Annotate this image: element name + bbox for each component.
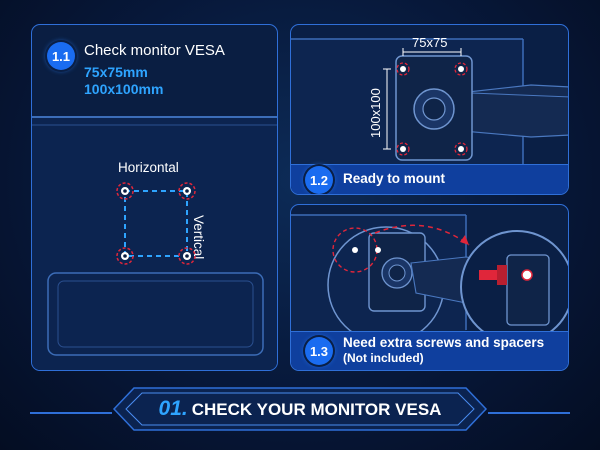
step-number: 01. [158, 397, 188, 420]
footer-title-text: CHECK YOUR MONITOR VESA [191, 400, 442, 419]
screw-hole-icon [116, 247, 134, 265]
screw-hole-icon [396, 142, 410, 156]
spacer-detail-illustration [291, 214, 568, 345]
caption-bar: 1.3 Need extra screws and spacers (Not i… [291, 331, 568, 370]
step-badge-1-2: 1.2 [305, 166, 333, 194]
screw-hole-icon [116, 182, 134, 200]
step-title: Check monitor VESA [84, 42, 225, 59]
screw-hole-icon [396, 62, 410, 76]
caption-bar: 1.2 Ready to mount [291, 164, 568, 194]
vesa-size-100: 100x100mm [84, 81, 164, 97]
footer-divider-left [30, 412, 112, 414]
footer-title: 01.CHECK YOUR MONITOR VESA [112, 397, 488, 421]
screw-hole-icon [454, 62, 468, 76]
dimension-top-label: 75x75 [412, 35, 448, 50]
panel-ready-to-mount: 75x75 100x100 1.2 Ready to mount [290, 24, 569, 195]
vesa-size-75: 75x75mm [84, 64, 148, 80]
panel-extra-screws: 1.3 Need extra screws and spacers (Not i… [290, 204, 569, 371]
caption-not-included: (Not included) [343, 351, 424, 365]
screw-hole-icon [454, 142, 468, 156]
screw-holes [116, 182, 196, 265]
label-horizontal: Horizontal [118, 160, 179, 175]
footer-banner: 01.CHECK YOUR MONITOR VESA [112, 386, 488, 432]
step-badge-1-3: 1.3 [305, 337, 333, 365]
screw-hole-icon [178, 247, 196, 265]
panel-check-vesa: 1.1 Check monitor VESA 75x75mm 100x100mm… [31, 24, 278, 371]
dimension-side-label: 100x100 [368, 88, 383, 138]
banner-frame [112, 387, 488, 431]
step-badge-1-1: 1.1 [47, 42, 75, 70]
screw-hole-icon [178, 182, 196, 200]
caption-extra-screws: Need extra screws and spacers [343, 335, 545, 350]
footer-divider-right [488, 412, 570, 414]
caption-ready-to-mount: Ready to mount [343, 171, 446, 186]
monitor-back-illustration [32, 116, 277, 370]
